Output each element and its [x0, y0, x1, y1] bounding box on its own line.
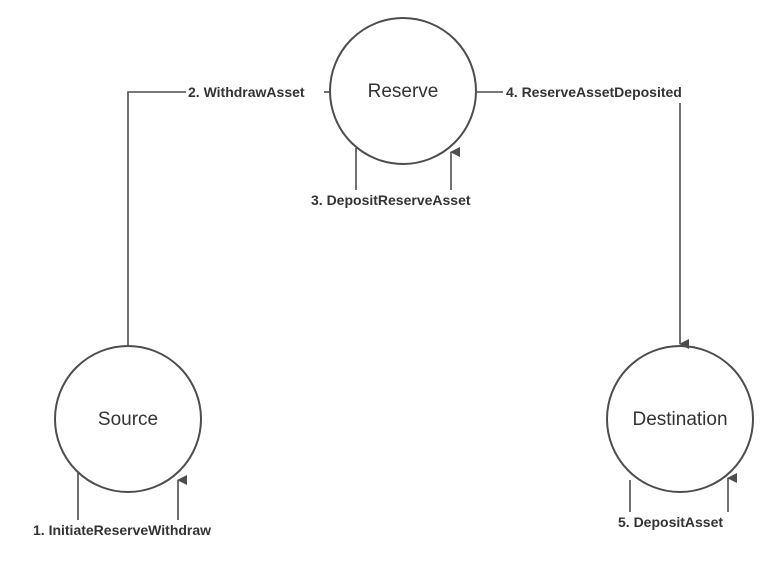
- edge-2-label: 2. WithdrawAsset: [188, 84, 305, 100]
- edge-2-line: [127, 91, 186, 346]
- node-source: Source: [54, 345, 202, 493]
- destination-label: Destination: [632, 409, 727, 430]
- source-label: Source: [98, 409, 158, 430]
- node-reserve: Reserve: [329, 17, 477, 165]
- edge-1-label: 1. InitiateReserveWithdraw: [33, 522, 211, 538]
- edge-reserve-asset-deposited: 4. ReserveAssetDeposited: [477, 84, 689, 349]
- edge-3-label: 3. DepositReserveAsset: [311, 192, 471, 208]
- edge-5-label: 5. DepositAsset: [618, 514, 723, 530]
- edge-4-label: 4. ReserveAssetDeposited: [506, 84, 682, 100]
- edge-deposit-reserve-asset: 3. DepositReserveAsset: [311, 147, 471, 208]
- node-destination: Destination: [606, 345, 754, 493]
- edge-deposit-asset: 5. DepositAsset: [618, 473, 737, 530]
- edge-initiate-reserve-withdraw: 1. InitiateReserveWithdraw: [33, 473, 211, 538]
- reserve-circle: [329, 17, 477, 165]
- edge-withdraw-asset: 2. WithdrawAsset: [127, 84, 330, 346]
- reserve-label: Reserve: [368, 81, 439, 102]
